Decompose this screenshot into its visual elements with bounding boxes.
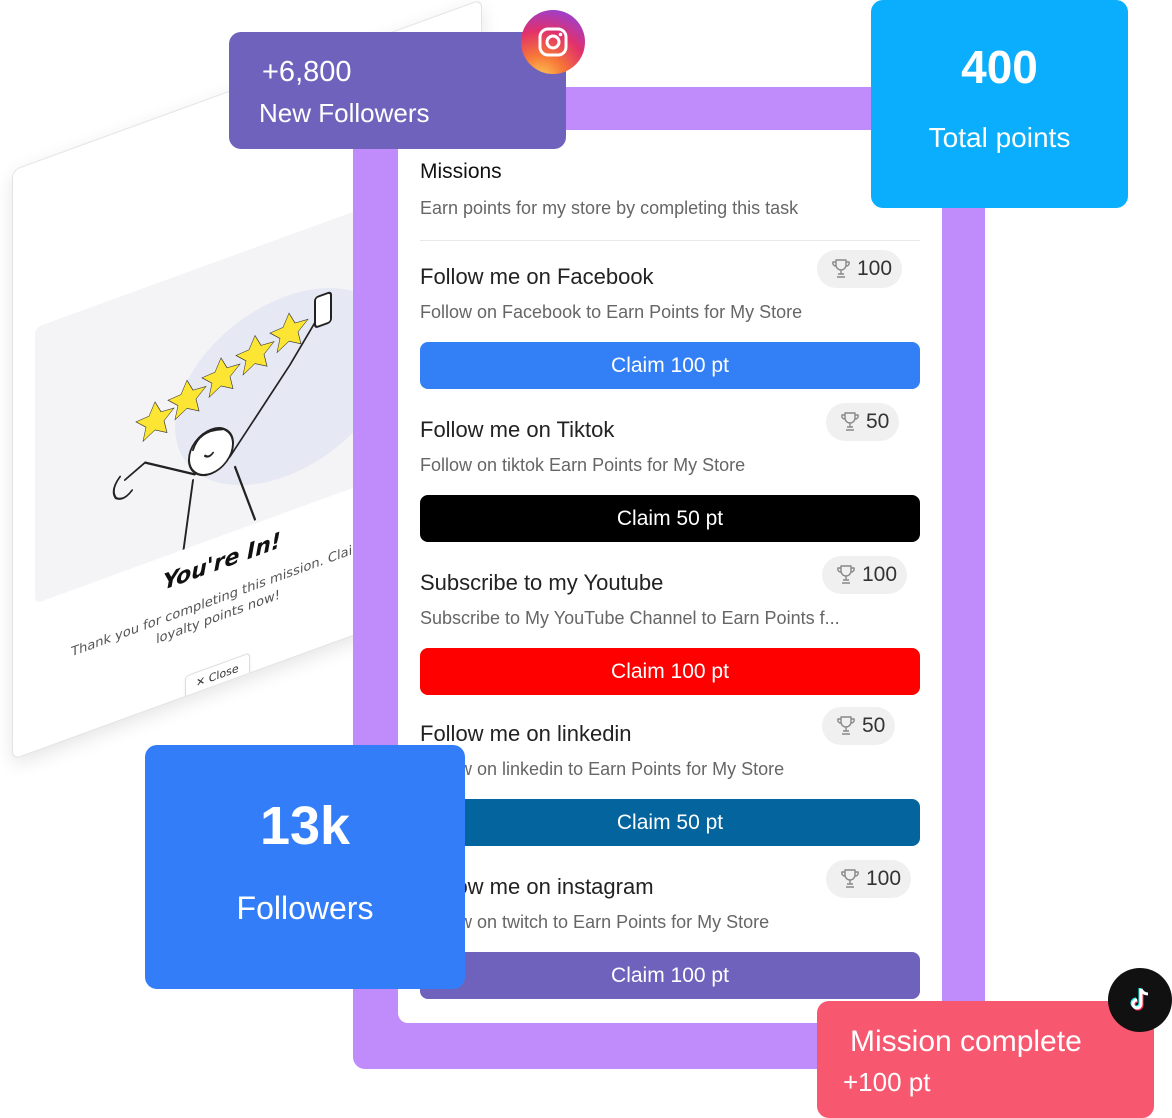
rating-stars-icon <box>135 312 309 443</box>
claim-tiktok-button[interactable]: Claim 50 pt <box>420 495 920 542</box>
followers-label: Followers <box>236 890 374 926</box>
missions-subtitle: Earn points for my store by completing t… <box>420 198 799 218</box>
claim-linkedin-button[interactable]: Claim 50 pt <box>420 799 920 846</box>
trophy-icon <box>837 565 855 584</box>
points-badge: 100 <box>817 250 903 288</box>
missions-title: Missions <box>420 160 502 183</box>
total-points-value: 400 <box>961 41 1038 93</box>
close-icon: ✕ <box>196 673 206 691</box>
new-followers-label: New Followers <box>259 98 430 128</box>
trophy-icon <box>841 869 859 888</box>
mission-title: Follow me on linkedin <box>420 721 632 746</box>
mission-linkedin: Follow me on linkedin 50 Follow on linke… <box>420 707 920 861</box>
points-badge: 100 <box>826 860 912 898</box>
points-value: 100 <box>857 257 893 280</box>
points-badge: 50 <box>822 707 896 745</box>
new-followers-count: +6,800 <box>262 56 352 88</box>
close-button[interactable]: ✕ Close <box>185 652 250 700</box>
points-value: 100 <box>862 563 898 586</box>
mission-complete-points: +100 pt <box>843 1067 931 1097</box>
instagram-icon <box>538 27 568 57</box>
mission-title: Subscribe to my Youtube <box>420 570 664 595</box>
trophy-icon <box>837 716 855 735</box>
new-followers-card: +6,800 New Followers <box>229 32 566 149</box>
mission-description: Follow on twitch to Earn Points for My S… <box>420 912 770 932</box>
trophy-icon <box>841 412 859 431</box>
claim-youtube-button[interactable]: Claim 100 pt <box>420 648 920 695</box>
mission-instagram: Follow me on instagram 100 Follow on twi… <box>420 860 920 1014</box>
mission-description: Follow on linkedin to Earn Points for My… <box>420 759 785 779</box>
divider <box>420 240 920 241</box>
mission-tiktok: Follow me on Tiktok 50 Follow on tiktok … <box>420 403 920 557</box>
followers-card: 13k Followers <box>145 745 465 989</box>
points-value: 50 <box>866 410 890 433</box>
points-value: 50 <box>862 714 886 737</box>
mission-youtube: Subscribe to my Youtube 100 Subscribe to… <box>420 556 920 710</box>
mission-complete-card: Mission complete +100 pt <box>817 1001 1154 1118</box>
points-value: 100 <box>866 867 902 890</box>
mission-title: Follow me on Tiktok <box>420 417 615 442</box>
total-points-card: 400 Total points <box>871 0 1128 208</box>
celebration-illustration <box>35 174 455 604</box>
tiktok-badge <box>1108 968 1172 1032</box>
youre-in-card: You're In! Thank you for completing this… <box>12 0 482 761</box>
mission-description: Follow on Facebook to Earn Points for My… <box>420 302 803 322</box>
mission-description: Follow on tiktok Earn Points for My Stor… <box>420 455 746 475</box>
mission-title: Follow me on Facebook <box>420 264 654 289</box>
claim-instagram-button[interactable]: Claim 100 pt <box>420 952 920 999</box>
mission-complete-title: Mission complete <box>850 1025 1082 1058</box>
celebrating-person-illustration <box>112 288 395 555</box>
followers-value: 13k <box>259 796 351 856</box>
trophy-icon <box>832 259 850 278</box>
points-badge: 50 <box>826 403 900 441</box>
missions-panel: Missions Earn points for my store by com… <box>398 130 942 1023</box>
tiktok-icon <box>1130 988 1149 1011</box>
mission-description: Subscribe to My YouTube Channel to Earn … <box>420 608 840 628</box>
mission-facebook: Follow me on Facebook 100 Follow on Face… <box>420 250 920 404</box>
instagram-badge <box>521 10 585 74</box>
total-points-label: Total points <box>928 122 1071 153</box>
points-badge: 100 <box>822 556 908 594</box>
close-label: Close <box>208 661 239 686</box>
claim-facebook-button[interactable]: Claim 100 pt <box>420 342 920 389</box>
